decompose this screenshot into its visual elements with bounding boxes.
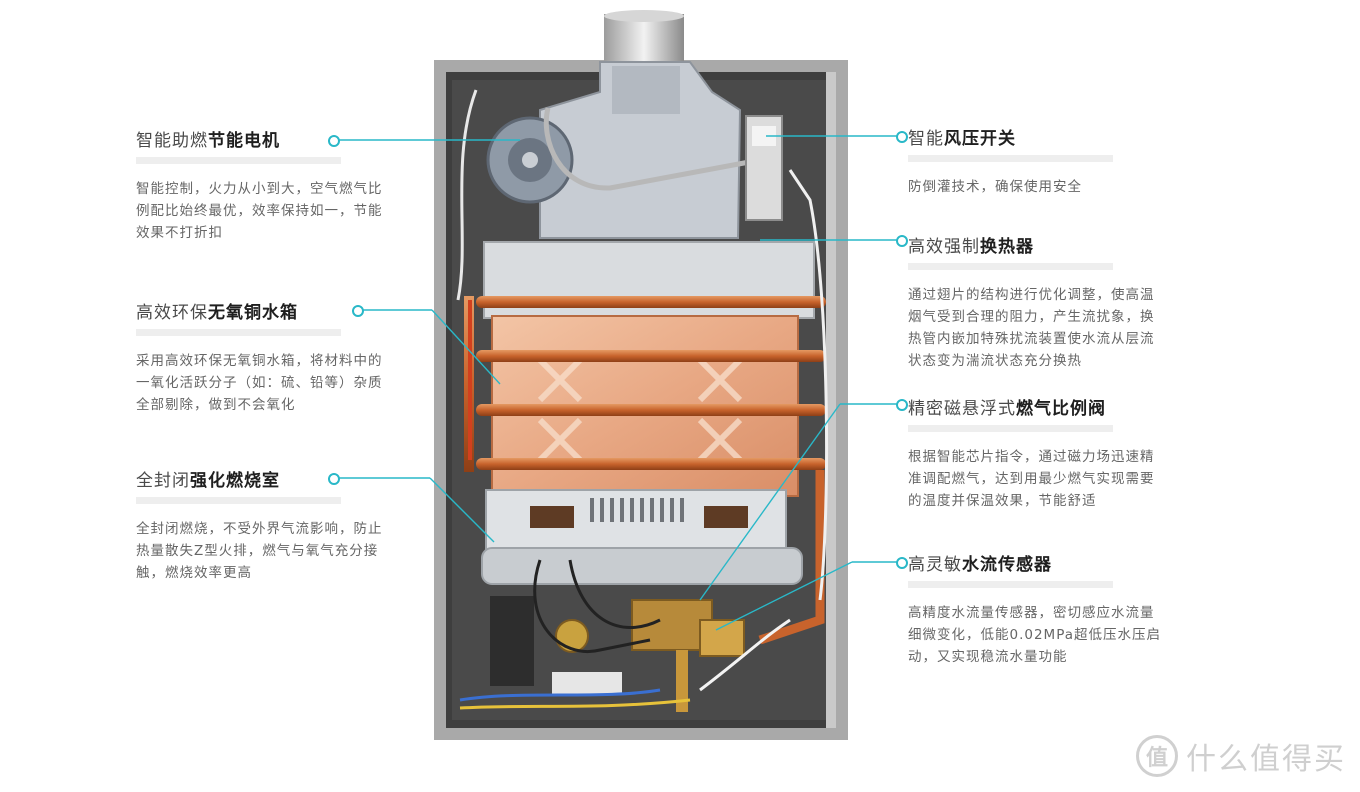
feature-sensor: 高灵敏水流传感器 高精度水流量传感器，密切感应水流量细微变化，低能0.02MPa… (908, 550, 1168, 668)
copper-coil-pipes (464, 296, 826, 645)
feature-description: 采用高效环保无氧铜水箱，将材料中的一氧化活跃分子（如：硫、铅等）杂质全部剔除，做… (136, 353, 383, 413)
connector-dot-switch (896, 131, 908, 143)
connector-dot-tank (352, 305, 364, 317)
leader-lines (336, 135, 900, 631)
title-underline (908, 155, 1113, 162)
feature-switch: 智能风压开关 防倒灌技术，确保使用安全 (908, 124, 1168, 198)
feature-title: 智能助燃节能电机 (136, 131, 280, 151)
flue-chimney (604, 14, 684, 66)
feature-title: 全封闭强化燃烧室 (136, 471, 280, 491)
connector-dot-motor (328, 135, 340, 147)
watermark-logo-icon: 值 (1136, 735, 1178, 777)
feature-valve: 精密磁悬浮式燃气比例阀 根据智能芯片指令，通过磁力场迅速精准调配燃气，达到用最少… (908, 394, 1168, 512)
feature-description: 根据智能芯片指令，通过磁力场迅速精准调配燃气，达到用最少燃气实现需要的温度并保温… (908, 449, 1155, 509)
feature-title: 高效强制换热器 (908, 237, 1034, 257)
title-underline (908, 425, 1113, 432)
feature-description: 高精度水流量传感器，密切感应水流量细微变化，低能0.02MPa超低压水压启动，又… (908, 605, 1162, 665)
title-underline (136, 157, 341, 164)
feature-motor: 智能助燃节能电机 智能控制，火力从小到大，空气燃气比例配比始终最优，效率保持如一… (136, 126, 396, 244)
fan-housing (539, 61, 742, 239)
feature-title: 高效环保无氧铜水箱 (136, 303, 298, 323)
connector-dot-sensor (896, 557, 908, 569)
feature-chamber: 全封闭强化燃烧室 全封闭燃烧，不受外界气流影响，防止热量散失Z型火排，燃气与氧气… (136, 466, 396, 584)
site-watermark: 值 什么值得买 (1136, 734, 1346, 778)
title-underline (136, 329, 341, 336)
title-underline (908, 263, 1113, 270)
feature-tank: 高效环保无氧铜水箱 采用高效环保无氧铜水箱，将材料中的一氧化活跃分子（如：硫、铅… (136, 298, 396, 416)
feature-exchanger: 高效强制换热器 通过翅片的结构进行优化调整，使高温烟气受到合理的阻力，产生流扰象… (908, 232, 1168, 372)
water-flow-sensor (699, 619, 745, 657)
connector-dot-chamber (328, 473, 340, 485)
feature-title: 智能风压开关 (908, 129, 1016, 149)
connector-dot-exchanger (896, 235, 908, 247)
title-underline (908, 581, 1113, 588)
title-underline (136, 497, 341, 504)
watermark-text: 什么值得买 (1186, 742, 1346, 777)
feature-description: 防倒灌技术，确保使用安全 (908, 179, 1082, 195)
control-board (490, 596, 534, 686)
connector-dot-valve (896, 399, 908, 411)
feature-description: 智能控制，火力从小到大，空气燃气比例配比始终最优，效率保持如一，节能效果不打折扣 (136, 181, 383, 241)
feature-description: 通过翅片的结构进行优化调整，使高温烟气受到合理的阻力，产生流扰象，换热管内嵌加特… (908, 287, 1155, 369)
feature-title: 精密磁悬浮式燃气比例阀 (908, 399, 1106, 419)
feature-title: 高灵敏水流传感器 (908, 555, 1052, 575)
feature-description: 全封闭燃烧，不受外界气流影响，防止热量散失Z型火排，燃气与氧气充分接触，燃烧效率… (136, 521, 383, 581)
